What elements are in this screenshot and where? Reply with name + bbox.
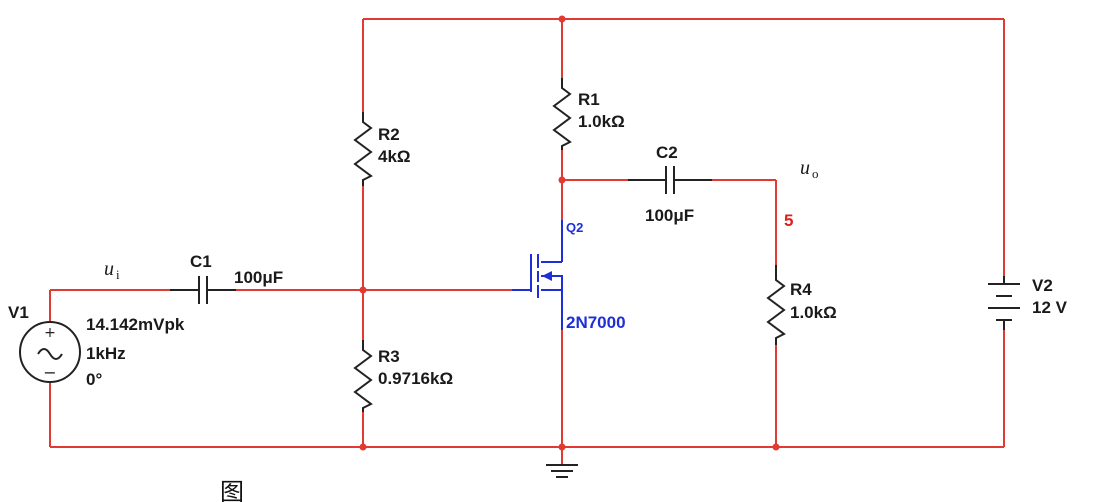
input-net-label: u i: [104, 258, 120, 282]
c2-ref: C2: [656, 143, 678, 162]
c1-ref: C1: [190, 252, 212, 271]
r4-value: 1.0kΩ: [790, 303, 837, 322]
r2-resistor: R2 4kΩ: [353, 112, 411, 186]
v2-ref: V2: [1032, 276, 1053, 295]
sine-wave-icon: [37, 348, 63, 360]
r3-resistor: R3 0.9716kΩ: [353, 340, 453, 412]
junction-bottom-source: [558, 443, 566, 451]
junction-bottom-r3: [359, 443, 367, 451]
v1-ref: V1: [8, 303, 29, 322]
r3-value: 0.9716kΩ: [378, 369, 453, 388]
v1-phase: 0°: [86, 370, 102, 389]
output-symbol: u: [800, 157, 810, 179]
r3-zigzag: [353, 340, 373, 412]
v1-source-circle: [19, 321, 81, 383]
junction-bottom-r4: [772, 443, 780, 451]
junction-drain: [558, 176, 566, 184]
r1-zigzag: [552, 78, 572, 150]
v2-value: 12 V: [1032, 298, 1068, 317]
junction-gate: [359, 286, 367, 294]
r2-zigzag: [353, 112, 373, 186]
r2-ref: R2: [378, 125, 400, 144]
input-symbol: u: [104, 258, 114, 280]
r4-zigzag: [766, 265, 786, 345]
v2-battery: V2 12 V: [988, 276, 1068, 330]
v1-amplitude: 14.142mVpk: [86, 315, 185, 334]
junctions: [359, 15, 780, 451]
c1-capacitor: C1 100μF: [170, 252, 283, 304]
r1-value: 1.0kΩ: [578, 112, 625, 131]
v1-minus-sign: −: [43, 363, 56, 382]
q2-mosfet: Q2 2N7000: [512, 220, 626, 332]
output-subscript: o: [812, 166, 819, 181]
r2-value: 4kΩ: [378, 147, 411, 166]
q2-part: 2N7000: [566, 313, 626, 332]
q2-arrow-icon: [542, 271, 552, 281]
wires: [49, 18, 1005, 465]
node-number-label: 5: [784, 211, 793, 230]
c2-value: 100μF: [645, 206, 694, 225]
v1-ac-source: + − V1 14.142mVpk 1kHz 0°: [8, 303, 185, 389]
r4-resistor: R4 1.0kΩ: [766, 265, 837, 345]
c2-capacitor: C2 100μF: [628, 143, 712, 225]
c1-value: 100μF: [234, 268, 283, 287]
r4-ref: R4: [790, 280, 812, 299]
r1-resistor: R1 1.0kΩ: [552, 78, 625, 150]
v1-plus-sign: +: [44, 325, 56, 341]
ground-symbol-icon: [546, 464, 578, 478]
v1-frequency: 1kHz: [86, 344, 126, 363]
r1-ref: R1: [578, 90, 600, 109]
r3-ref: R3: [378, 347, 400, 366]
q2-ref: Q2: [566, 220, 583, 235]
figure-caption: 图: [220, 479, 244, 502]
output-net-label: u o 5: [784, 157, 819, 230]
input-subscript: i: [116, 267, 120, 282]
junction-top-r1: [558, 15, 566, 23]
